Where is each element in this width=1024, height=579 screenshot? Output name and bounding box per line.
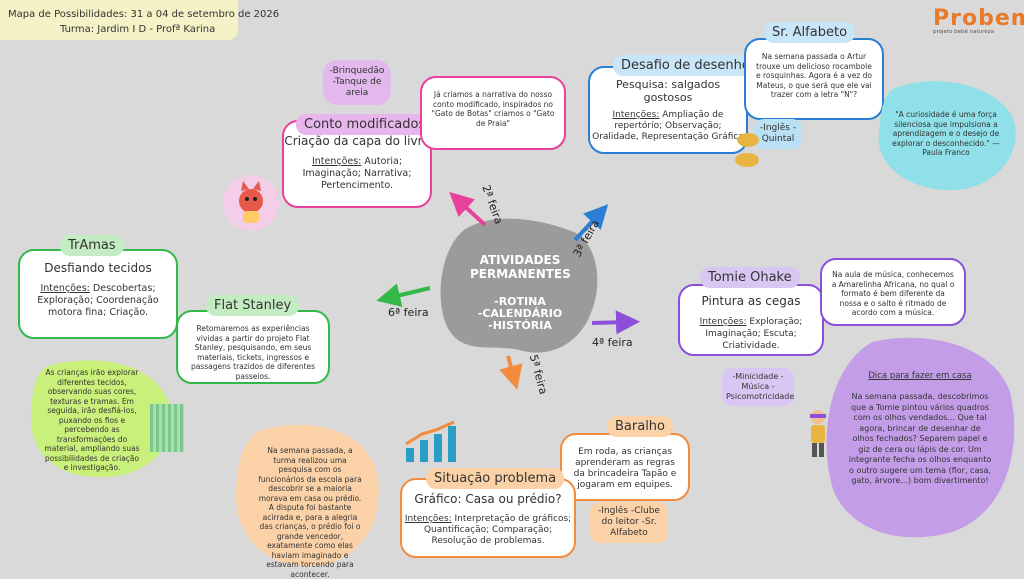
conto-int-text: Autoria; Imaginação; Narrativa; Pertenci… <box>302 156 412 191</box>
tramas-blob <box>30 360 172 478</box>
flat-card: Retomaremos as experiências vividas a pa… <box>176 310 330 384</box>
food-icon <box>735 133 759 167</box>
logo-text: Probem <box>933 6 1024 31</box>
center-title: ATIVIDADES PERMANENTES <box>470 253 571 281</box>
tomie-int-text: Exploração; Imaginação; Escuta; Criativi… <box>705 317 803 351</box>
tomie-title: Tomie Ohake <box>700 267 800 288</box>
center-items: -ROTINA -CALENDÁRIO -HISTÓRIA <box>470 296 570 332</box>
tramas-title: TrAmas <box>60 235 124 256</box>
header: Mapa de Possibilidades: 31 a 04 de setem… <box>0 0 279 40</box>
conto-int-label: Intenções: <box>311 156 362 167</box>
day-label-friday: 6ª feira <box>388 306 429 319</box>
cat-illustration <box>223 175 279 231</box>
arrow-tuesday <box>573 204 609 242</box>
desafio-activity: Pesquisa: salgados gostosos <box>615 78 721 104</box>
situacao-title: Situação problema <box>426 468 565 489</box>
situacao-note: Na semana passada, a turma realizou uma … <box>258 446 362 579</box>
tramas-activity: Desfiando tecidos <box>44 261 152 275</box>
tomie-note: Na aula de música, conhecemos a Amarelin… <box>820 258 966 326</box>
tramas-int-text: Descobertas; Exploração; Coordenação mot… <box>37 283 159 318</box>
quote-blob <box>878 81 1016 191</box>
baralho-card: Em roda, as crianças aprenderam as regra… <box>560 433 690 501</box>
tramas-note: As crianças irão explorar diferentes tec… <box>44 368 140 472</box>
tomie-int-label: Intenções: <box>699 317 747 327</box>
situacao-intentions: Intenções: Interpretação de gráficos; Qu… <box>402 514 574 547</box>
conto-note-text: Já criamos a narrativa do nosso conto mo… <box>431 90 555 128</box>
tramas-card: Desfiando tecidos Intenções: Descobertas… <box>18 249 178 339</box>
day-label-wednesday: 4ª feira <box>592 336 633 349</box>
center-item: -CALENDÁRIO <box>477 307 563 320</box>
arrow-monday <box>449 191 487 227</box>
situacao-activity: Gráfico: Casa ou prédio? <box>414 492 562 506</box>
bar-chart-icon <box>405 420 456 462</box>
baralho-title: Baralho <box>607 416 674 437</box>
situacao-int-label: Intenções: <box>404 514 452 524</box>
tip-title: Dica para fazer em casa <box>868 371 972 381</box>
center-item: -ROTINA <box>494 295 546 308</box>
conto-title: Conto modificados <box>296 114 434 135</box>
quote-text: "A curiosidade é uma força silenciosa qu… <box>892 110 1000 157</box>
desafio-extra: -Inglês -Quintal <box>754 119 802 149</box>
tomie-card: Pintura as cegas Intenções: Exploração; … <box>678 284 824 356</box>
alfabeto-note-text: Na semana passada o Artur trouxe um deli… <box>755 52 873 99</box>
tramas-int-label: Intenções: <box>40 283 90 294</box>
conto-intentions: Intenções: Autoria; Imaginação; Narrativ… <box>284 156 430 192</box>
conto-note: Já criamos a narrativa do nosso conto mo… <box>420 76 566 150</box>
baralho-activity: Em roda, as crianças aprenderam as regra… <box>573 447 677 490</box>
flat-note: Retomaremos as experiências vividas a pa… <box>190 324 316 381</box>
desafio-card: Pesquisa: salgados gostosos Intenções: A… <box>588 66 748 154</box>
baralho-tags: -Inglês -Clube do leitor -Sr. Alfabeto <box>590 502 668 543</box>
desafio-int-text: Ampliação de repertório; Observação; Ora… <box>592 110 744 142</box>
desafio-int-label: Intenções: <box>612 110 660 120</box>
tramas-intentions: Intenções: Descobertas; Exploração; Coor… <box>20 283 176 319</box>
tip-text: Na semana passada, descobrimos que a Tom… <box>848 392 992 485</box>
arrow-friday <box>376 283 431 307</box>
alfabeto-note: Na semana passada o Artur trouxe um deli… <box>744 38 884 120</box>
desafio-title: Desafio de desenho <box>613 55 758 76</box>
fabric-icon <box>150 404 184 452</box>
logo: Probem projeto bebê natureza <box>933 6 1024 46</box>
alfabeto-title: Sr. Alfabeto <box>764 22 856 43</box>
center-blob <box>440 218 598 353</box>
situacao-int-text: Interpretação de gráficos; Quantificação… <box>423 514 572 546</box>
situacao-blob <box>235 424 379 567</box>
logo-sub: projeto bebê natureza <box>933 29 994 35</box>
desafio-intentions: Intenções: Ampliação de repertório; Obse… <box>590 110 746 143</box>
child-blindfold-icon <box>810 410 826 457</box>
situacao-card: Gráfico: Casa ou prédio? Intenções: Inte… <box>400 478 576 558</box>
conto-activity: Criação da capa do livro <box>284 134 430 148</box>
cat-icon <box>239 181 263 223</box>
tip-blob <box>826 337 1015 538</box>
arrow-wednesday <box>591 310 640 335</box>
header-subtitle: Turma: Jardim I D - Profª Karina <box>60 24 216 35</box>
arrow-thursday <box>499 355 523 390</box>
tomie-note-text: Na aula de música, conhecemos a Amarelin… <box>831 270 955 317</box>
tomie-activity: Pintura as cegas <box>701 294 801 308</box>
flat-title: Flat Stanley <box>206 295 300 316</box>
tomie-tags: -Minicidade -Música -Psicomotricidade <box>722 368 794 406</box>
conto-tags: -Brinquedão -Tanque de areia <box>323 60 391 105</box>
center-item: -HISTÓRIA <box>488 319 552 332</box>
tomie-intentions: Intenções: Exploração; Imaginação; Escut… <box>680 316 822 352</box>
header-title: Mapa de Possibilidades: 31 a 04 de setem… <box>8 9 280 20</box>
